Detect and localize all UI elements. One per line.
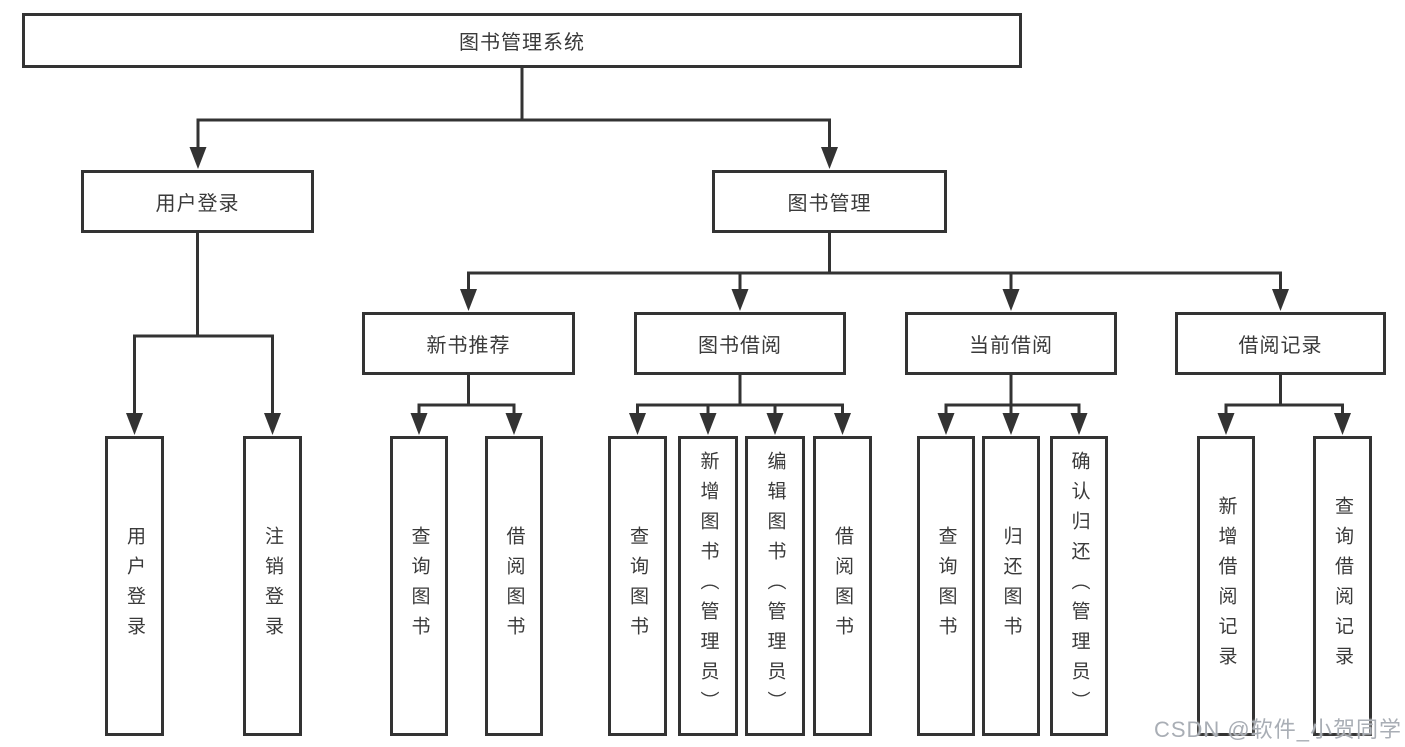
node-book-management-label: 图书管理 (787, 193, 872, 215)
root-node-label: 图书管理系统 (459, 32, 585, 54)
node-new-book-recommendation-label: 新书推荐 (426, 335, 511, 357)
leaf-user-login: 用户登录 (105, 436, 164, 736)
leaf-query-books-current-label: 查询图书 (935, 526, 957, 646)
node-book-management: 图书管理 (712, 170, 947, 233)
leaf-borrow-books-recommend: 借阅图书 (485, 436, 543, 736)
leaf-borrow-books-recommend-label: 借阅图书 (503, 526, 525, 646)
node-user-login-label: 用户登录 (155, 193, 240, 215)
leaf-query-books-borrowing-label: 查询图书 (627, 526, 648, 646)
leaf-query-borrow-record: 查询借阅记录 (1313, 436, 1372, 736)
node-current-borrowing-label: 当前借阅 (969, 335, 1053, 357)
node-current-borrowing: 当前借阅 (905, 312, 1117, 375)
node-book-borrowing-label: 图书借阅 (698, 335, 782, 357)
leaf-query-borrow-record-label: 查询借阅记录 (1332, 496, 1353, 676)
leaf-add-borrow-record-label: 新增借阅记录 (1215, 496, 1237, 676)
leaf-query-books-recommend: 查询图书 (390, 436, 448, 736)
leaf-user-login-label: 用户登录 (124, 526, 145, 646)
leaf-edit-book-admin: 编辑图书（管理员） (745, 436, 805, 736)
node-user-login: 用户登录 (81, 170, 314, 233)
root-node: 图书管理系统 (22, 13, 1022, 68)
node-book-borrowing: 图书借阅 (634, 312, 846, 375)
leaf-query-books-borrowing: 查询图书 (608, 436, 667, 736)
leaf-return-books: 归还图书 (982, 436, 1040, 736)
node-borrowing-records: 借阅记录 (1175, 312, 1386, 375)
leaf-query-books-current: 查询图书 (917, 436, 975, 736)
leaf-confirm-return-admin-label: 确认归还（管理员） (1068, 451, 1090, 721)
leaf-logout: 注销登录 (243, 436, 302, 736)
node-borrowing-records-label: 借阅记录 (1238, 335, 1323, 357)
leaf-return-books-label: 归还图书 (1000, 526, 1022, 646)
node-new-book-recommendation: 新书推荐 (362, 312, 575, 375)
leaf-edit-book-admin-label: 编辑图书（管理员） (764, 451, 786, 721)
leaf-borrow-books-borrowing: 借阅图书 (813, 436, 872, 736)
leaf-query-books-recommend-label: 查询图书 (408, 526, 430, 646)
leaf-logout-label: 注销登录 (262, 526, 283, 646)
leaf-borrow-books-borrowing-label: 借阅图书 (832, 526, 853, 646)
leaf-add-book-admin-label: 新增图书（管理员） (697, 451, 719, 721)
watermark: CSDN @软件_小贺同学 (1153, 717, 1402, 742)
leaf-add-borrow-record: 新增借阅记录 (1197, 436, 1255, 736)
leaf-add-book-admin: 新增图书（管理员） (678, 436, 738, 736)
leaf-confirm-return-admin: 确认归还（管理员） (1050, 436, 1108, 736)
